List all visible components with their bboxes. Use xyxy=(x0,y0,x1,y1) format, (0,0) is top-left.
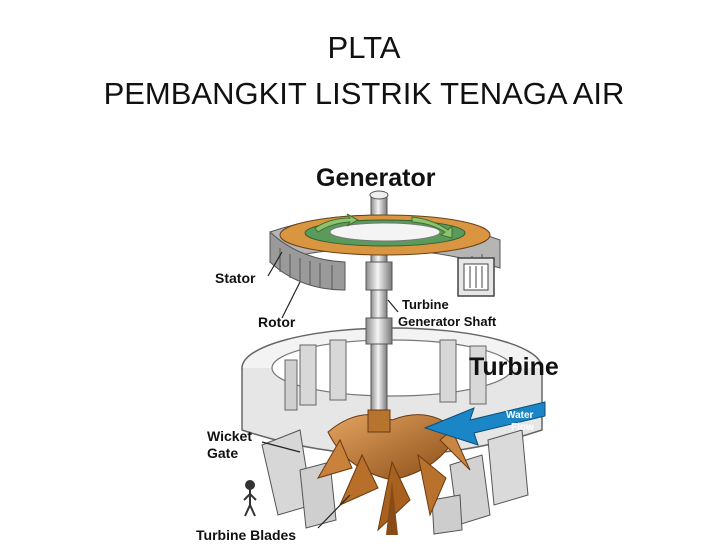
rotor-label: Rotor xyxy=(258,314,296,330)
shaft-label-line1: Turbine xyxy=(402,297,449,312)
water-flow-label-line2: Flow xyxy=(511,422,534,433)
human-scale-figure xyxy=(243,480,257,517)
water-flow-arrow: Water Flow xyxy=(423,401,546,446)
turbine-label: Turbine xyxy=(469,353,559,381)
generator-label: Generator xyxy=(316,164,436,192)
shaft-label-line2: Generator Shaft xyxy=(398,314,497,329)
stator-label: Stator xyxy=(215,270,256,286)
slide-title-full: PEMBANGKIT LISTRIK TENAGA AIR xyxy=(103,76,625,111)
generator-assembly xyxy=(269,213,501,297)
wicket-gate-label-line1: Wicket xyxy=(207,428,252,444)
turbine-blades-label: Turbine Blades xyxy=(196,527,296,543)
water-flow-label-line1: Water xyxy=(506,410,534,421)
leader-lines xyxy=(261,251,399,529)
wicket-gate-label-line2: Gate xyxy=(207,445,238,461)
slide-title-abbrev: PLTA xyxy=(327,30,401,65)
